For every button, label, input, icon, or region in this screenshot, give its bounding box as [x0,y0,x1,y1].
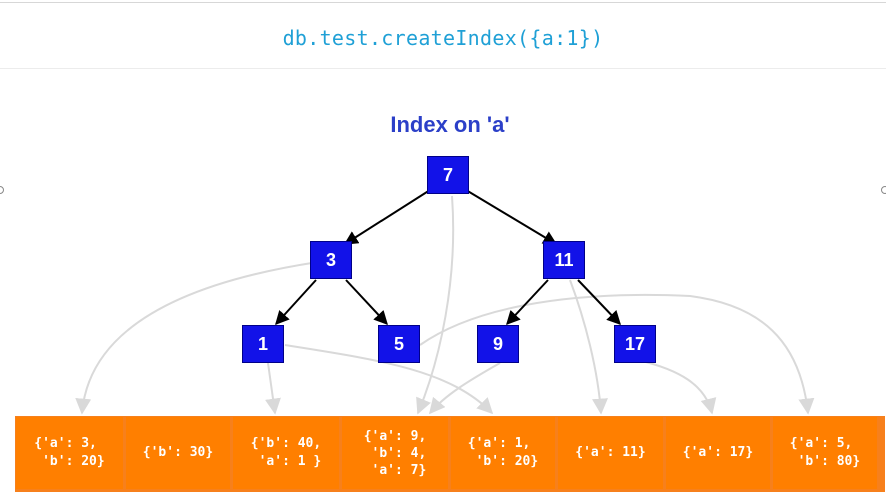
top-frame-line [0,2,886,3]
document-box: {'a': 11} [558,417,663,489]
diagram-title: Index on 'a' [390,112,510,137]
document-box: {'a': 3, 'b': 20} [16,417,123,489]
edge-11-9 [506,279,549,326]
tree-node-right: 11 [543,241,585,279]
document-box: {'a': 9, 'b': 4, 'a': 7} [342,417,448,489]
document-box: {'b': 30} [126,417,230,489]
edge-11-17 [577,279,621,326]
tree-node-leaf-3: 9 [477,325,519,363]
tree-node-leaf-4: 17 [614,325,656,363]
edge-7-3 [343,189,431,245]
pointer-curve-1 [265,362,281,415]
tree-node-root: 7 [427,156,469,194]
pointer-curve-1b [284,344,494,415]
right-handle-dot [881,186,886,194]
tree-node-leaf-2: 5 [378,325,420,363]
pointer-curve-9 [428,362,501,415]
document-box: {'b': 40, 'a': 1 } [233,417,339,489]
upper-frame-line [0,68,886,69]
pointer-curve-17 [637,359,717,415]
edge-7-11 [465,189,558,245]
document-box: {'a': 1, 'b': 20} [451,417,555,489]
pointer-curve-7 [416,195,455,415]
tree-node-leaf-1: 1 [242,325,284,363]
command-text: db.test.createIndex({a:1}) [282,26,604,50]
tree-node-left: 3 [310,241,352,279]
pointer-curve-11 [569,279,608,415]
pointer-curve-5 [419,293,815,415]
document-box: {'a': 17} [666,417,770,489]
edge-3-1 [275,279,317,326]
edge-3-5 [345,279,388,326]
document-box: {'a': 5, 'b': 80} [773,417,877,489]
pointer-curve-3 [75,261,319,415]
